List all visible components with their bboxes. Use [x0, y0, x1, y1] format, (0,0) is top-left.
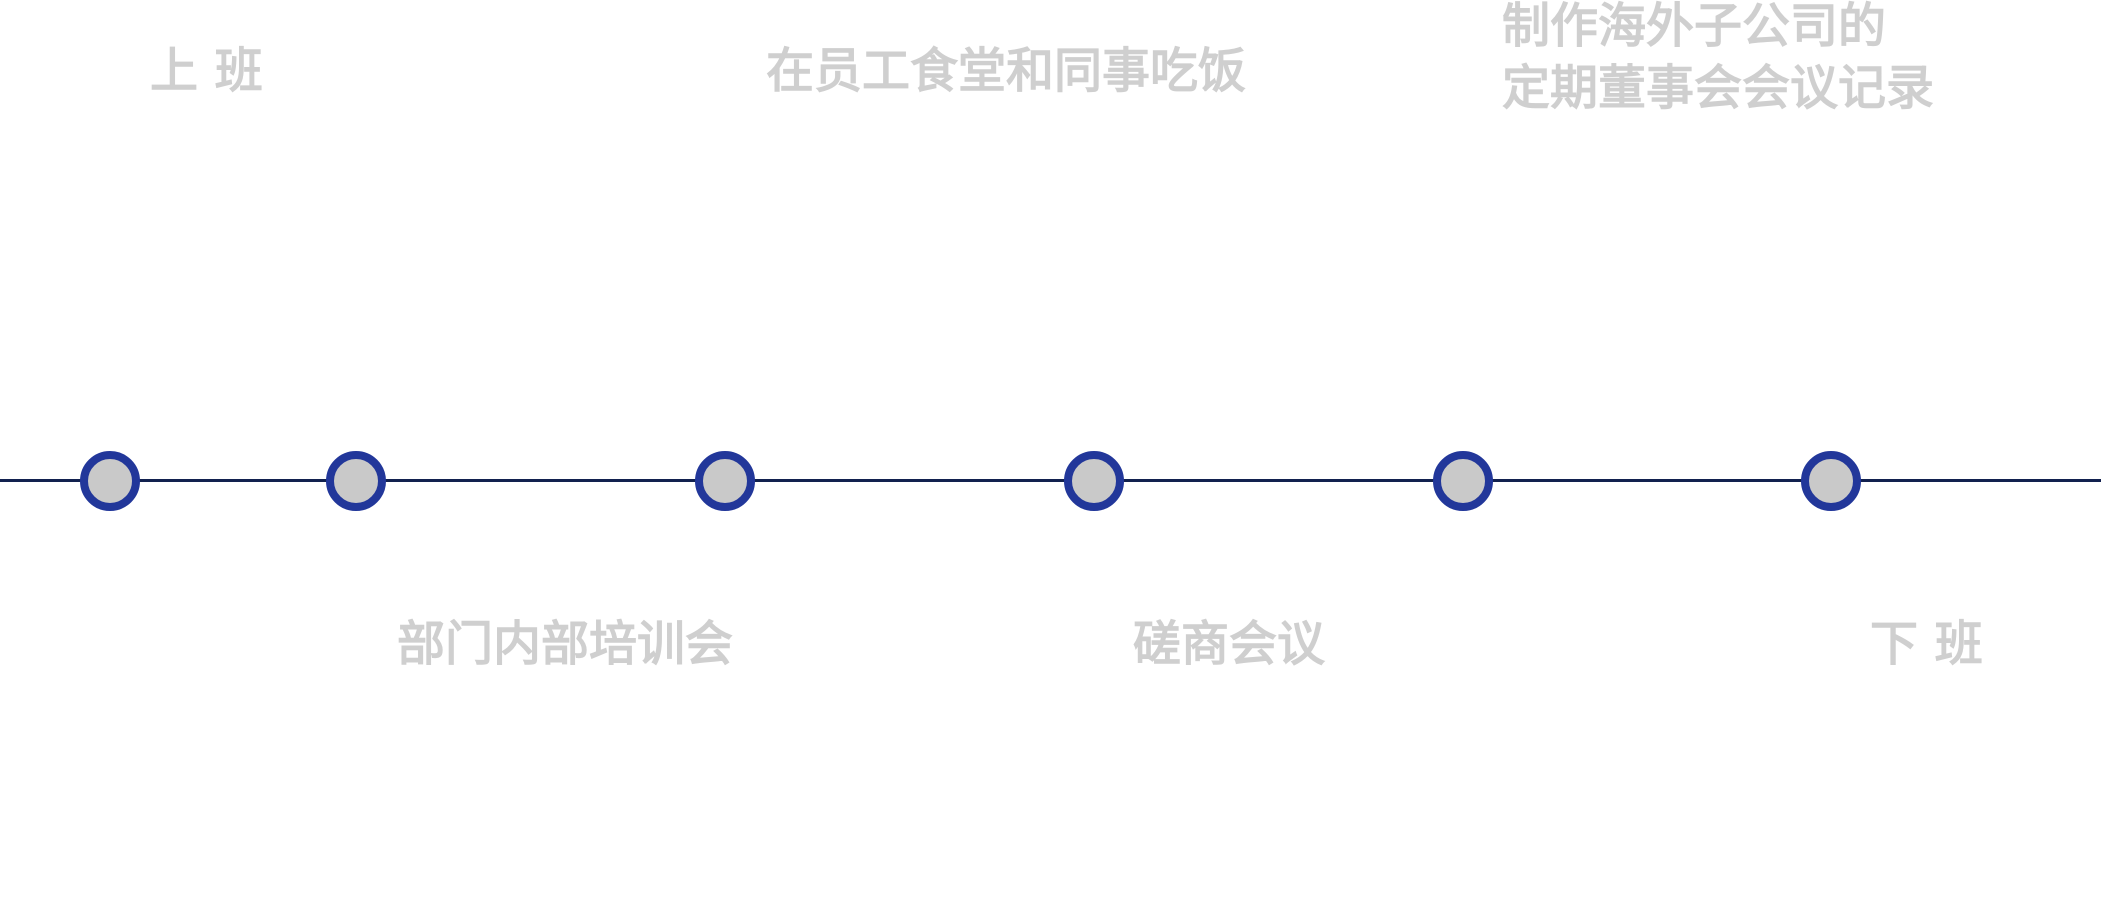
event-label-lunch-in-cafeteria: 在员工食堂和同事吃饭 — [766, 43, 1247, 99]
event-label-leave-work: 下 班 — [1870, 616, 1983, 672]
event-label-department-training: 部门内部培训会 — [397, 616, 734, 672]
event-label-board-meeting-minutes-line2: 定期董事会会议记录 — [1502, 60, 1935, 116]
event-label-consultation-meeting: 磋商会议 — [1133, 616, 1326, 672]
timeline-axis-line — [0, 479, 2101, 482]
timeline-node-5 — [1433, 451, 1493, 511]
timeline-node-3 — [695, 451, 755, 511]
timeline-node-6 — [1801, 451, 1861, 511]
timeline-node-2 — [326, 451, 386, 511]
event-label-board-meeting-minutes-line1: 制作海外子公司的 — [1502, 0, 1887, 54]
event-label-go-to-work: 上 班 — [150, 43, 263, 99]
event-label-board-meeting-minutes: 制作海外子公司的 定期董事会会议记录 — [1502, 0, 1934, 119]
timeline-node-1 — [80, 451, 140, 511]
timeline-node-4 — [1064, 451, 1124, 511]
